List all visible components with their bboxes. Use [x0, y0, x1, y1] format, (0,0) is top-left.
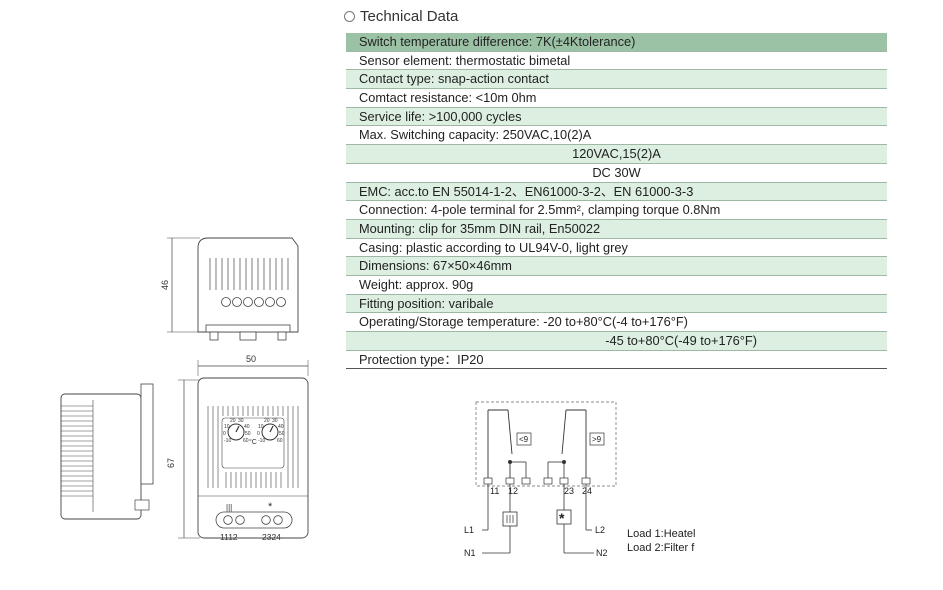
- dial-left-tick: 50: [245, 431, 251, 437]
- spec-row: Operating/Storage temperature: -20 to+80…: [346, 313, 887, 332]
- N2-label: N2: [596, 548, 608, 558]
- terminal-11-label: 11: [490, 486, 499, 496]
- spec-row: Switch temperature difference: 7K(±4Ktol…: [346, 33, 887, 52]
- section-title-text: Technical Data: [360, 8, 459, 25]
- spec-row: Protection type：IP20: [346, 351, 887, 370]
- bullet-circle-icon: [344, 11, 355, 22]
- spec-row: EMC: acc.to EN 55014-1-2、EN61000-3-2、EN …: [346, 182, 887, 202]
- spec-row: Casing: plastic according to UL94V-0, li…: [346, 239, 887, 258]
- spec-row: Contact type: snap-action contact: [346, 70, 887, 90]
- dial-left-tick: 10: [224, 424, 230, 430]
- spec-row: 120VAC,15(2)A: [346, 145, 887, 164]
- dial-right-tick: -10: [258, 438, 265, 444]
- terminal-12-label: 12: [508, 486, 518, 496]
- star-symbol: *: [268, 501, 273, 513]
- spec-row: Dimensions: 67×50×46mm: [346, 257, 887, 276]
- height-dimension-label: 46: [160, 280, 170, 290]
- dial-left-tick: 20: [230, 418, 236, 424]
- terminal-23-label: 23: [564, 486, 574, 496]
- dial-left-tick: 40: [244, 424, 250, 430]
- dial-right-tick: 30: [272, 418, 278, 424]
- dial-left-tick: -10: [224, 438, 231, 444]
- spec-row: DC 30W: [346, 164, 887, 183]
- spec-row: -45 to+80°C(-49 to+176°F): [346, 332, 887, 351]
- dial-right-tick: 50: [279, 431, 285, 437]
- terminal-labels-left: 1112: [220, 532, 238, 542]
- L1-label: L1: [464, 525, 474, 535]
- dial-right-tick: 10: [258, 424, 264, 430]
- heat-symbol: |||: [226, 503, 232, 512]
- filter-star-icon: *: [559, 510, 565, 526]
- terminal-24-label: 24: [582, 486, 592, 496]
- spec-row: Comtact resistance: <10m 0hm: [346, 89, 887, 108]
- dial-left-tick: 0: [223, 431, 226, 437]
- L2-label: L2: [595, 525, 605, 535]
- load1-label: Load 1:Heatel: [627, 528, 696, 540]
- bimetal-right-label: >9: [592, 435, 602, 444]
- spec-row: Sensor element: thermostatic bimetal: [346, 52, 887, 71]
- spec-row: Service life: >100,000 cycles: [346, 107, 887, 127]
- wiring-diagram: <9 >9 11 12 23 24 L1 N1 * L2 N2: [464, 401, 617, 558]
- dial-left-tick: 60: [243, 438, 249, 444]
- terminal-labels-right: 2324: [262, 532, 281, 542]
- spec-row: Weight: approx. 90g: [346, 276, 887, 295]
- N1-label: N1: [464, 548, 476, 558]
- side-view-drawing: [60, 383, 154, 520]
- load2-label: Load 2:Filter f: [627, 542, 695, 554]
- dial-right-tick: 0: [257, 431, 260, 437]
- spec-row: Connection: 4-pole terminal for 2.5mm², …: [346, 201, 887, 220]
- section-title: Technical Data: [344, 8, 458, 25]
- spec-row: Max. Switching capacity: 250VAC,10(2)A: [346, 126, 887, 146]
- depth-dimension-label: 67: [166, 458, 176, 468]
- spec-table: Switch temperature difference: 7K(±4Ktol…: [346, 33, 887, 370]
- dial-unit-label: °C: [249, 438, 257, 446]
- width-dimension-label: 50: [246, 354, 256, 364]
- dial-right-tick: 60: [277, 438, 283, 444]
- bimetal-left-label: <9: [519, 435, 529, 444]
- main-view-drawing: 50 67 20 30 10 40 0 50 -10 60 20: [166, 354, 309, 542]
- front-view-drawing: 46: [160, 237, 299, 341]
- dial-right-tick: 40: [278, 424, 284, 430]
- spec-row: Fitting position: varibale: [346, 294, 887, 314]
- load-legend: Load 1:Heatel Load 2:Filter f: [627, 527, 696, 555]
- dial-left-tick: 30: [238, 418, 244, 424]
- dial-right-tick: 20: [264, 418, 270, 424]
- spec-row: Mounting: clip for 35mm DIN rail, En5002…: [346, 219, 887, 239]
